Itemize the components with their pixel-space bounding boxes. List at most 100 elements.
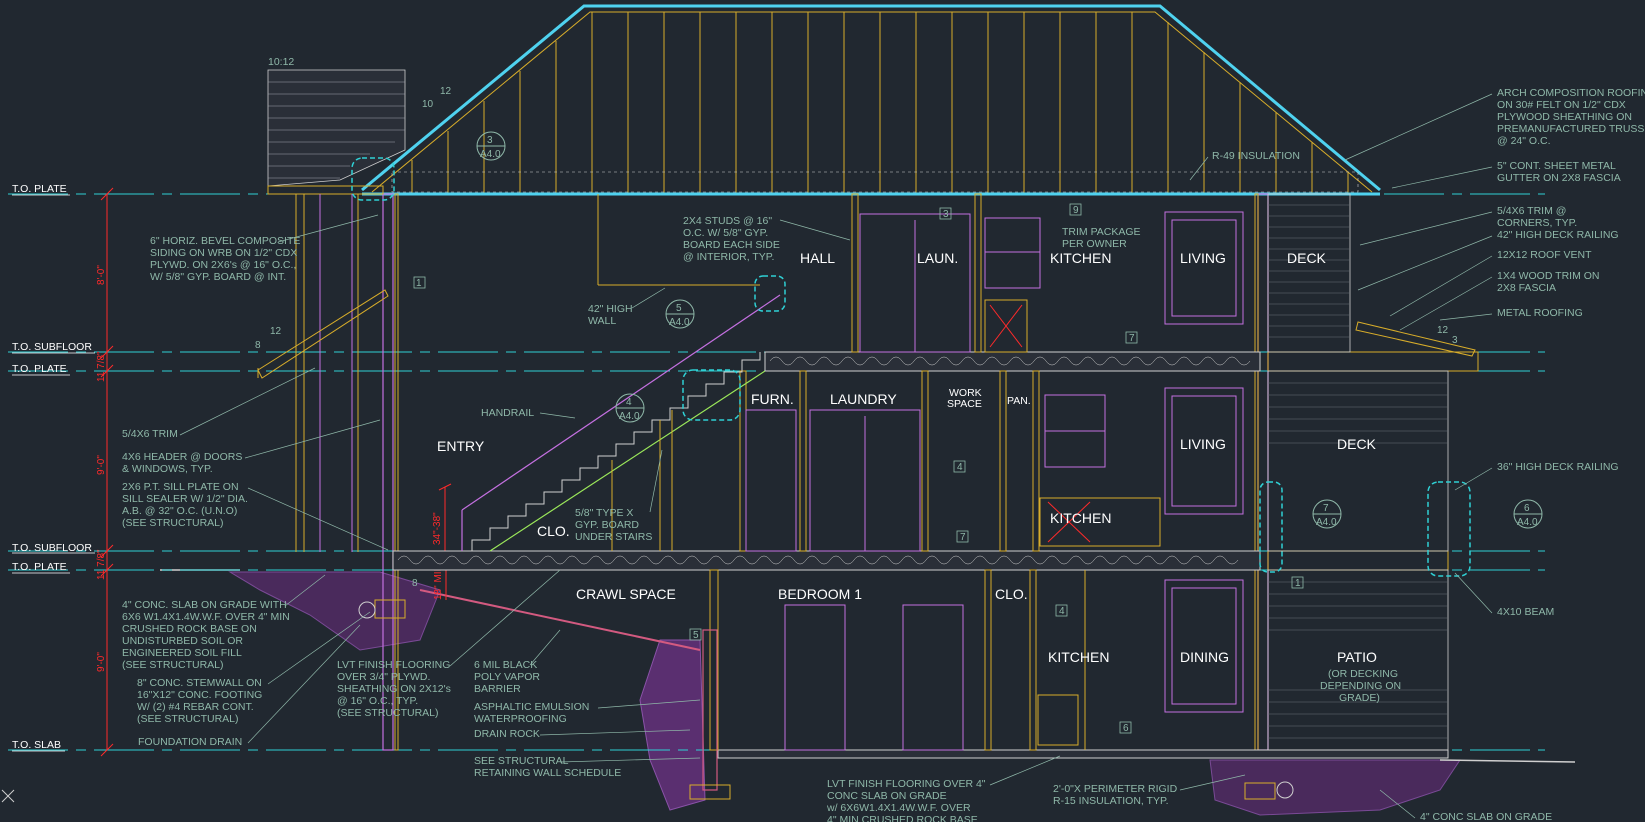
svg-text:(SEE STRUCTURAL): (SEE STRUCTURAL) [122, 659, 224, 671]
soil-right [1209, 759, 1461, 816]
svg-text:4: 4 [1059, 606, 1065, 617]
section-tag-5: 5 A4.0 [665, 299, 695, 329]
note-deck-railing-42: 42" HIGH DECK RAILING [1357, 229, 1619, 291]
dim-upper-height: 8'-0" [96, 265, 107, 285]
upper-floor-joists [764, 351, 1261, 372]
svg-text:1: 1 [1295, 578, 1301, 589]
note-lvt-plywd: LVT FINISH FLOORING OVER 3/4" PLYWD. SHE… [337, 569, 561, 719]
svg-text:ARCH COMPOSITION ROOFING: ARCH COMPOSITION ROOFING [1497, 87, 1645, 99]
svg-text:A4.0: A4.0 [1316, 517, 1337, 528]
note-stemwall: 8" CONC. STEMWALL ON 16"X12" CONC. FOOTI… [137, 611, 371, 725]
svg-text:5: 5 [693, 630, 699, 641]
note-metal-roofing: METAL ROOFING [1439, 307, 1583, 321]
roof-pitch-label: 10:12 [268, 56, 294, 68]
interior-walls [358, 193, 1294, 800]
truss-verticals [411, 12, 1349, 194]
svg-text:4" CONC. SLAB ON GRADE WITH: 4" CONC. SLAB ON GRADE WITH [122, 599, 287, 611]
svg-text:5: 5 [676, 303, 682, 314]
note-trim-54: 5/4X6 TRIM [122, 367, 316, 440]
svg-text:A4.0: A4.0 [1517, 517, 1538, 528]
svg-text:4X6 HEADER @ DOORS: 4X6 HEADER @ DOORS [122, 451, 242, 463]
svg-text:UNDISTURBED SOIL OR: UNDISTURBED SOIL OR [122, 635, 243, 647]
svg-text:ON 30# FELT ON 1/2" CDX: ON 30# FELT ON 1/2" CDX [1497, 99, 1626, 111]
svg-text:5/4X6 TRIM @: 5/4X6 TRIM @ [1497, 205, 1566, 217]
svg-text:R-15 INSULATION, TYP.: R-15 INSULATION, TYP. [1053, 795, 1169, 807]
svg-text:4X10 BEAM: 4X10 BEAM [1497, 606, 1554, 618]
svg-text:WATERPROOFING: WATERPROOFING [474, 713, 567, 725]
note-waterproofing: ASPHALTIC EMULSION WATERPROOFING [474, 699, 701, 725]
note-wall-42: 42" HIGH WALL [588, 287, 666, 327]
svg-text:RETAINING WALL SCHEDULE: RETAINING WALL SCHEDULE [474, 767, 621, 779]
room-laundry: LAUNDRY [830, 391, 897, 407]
svg-text:GYP. BOARD: GYP. BOARD [575, 519, 639, 531]
stair [461, 294, 781, 552]
roof-pitch-run: 10 [422, 99, 434, 110]
note-drain-rock: DRAIN ROCK [474, 728, 691, 740]
note-vapor: 6 MIL BLACK POLY VAPOR BARRIER [474, 629, 561, 695]
svg-text:42" HIGH DECK RAILING: 42" HIGH DECK RAILING [1497, 229, 1619, 241]
level-label-slab: T.O. SLAB [12, 739, 61, 751]
svg-text:PLYWOOD SHEATHING ON: PLYWOOD SHEATHING ON [1497, 111, 1632, 123]
note-retaining: SEE STRUCTURAL RETAINING WALL SCHEDULE [474, 755, 701, 779]
svg-text:ASPHALTIC EMULSION: ASPHALTIC EMULSION [474, 701, 589, 713]
note-slab-right: 4" CONC SLAB ON GRADE [1379, 789, 1552, 822]
svg-text:12X12 ROOF VENT: 12X12 ROOF VENT [1497, 249, 1592, 261]
room-space: SPACE [947, 398, 982, 410]
keynote-numbers: 1 9 7 4 7 4 6 5 1 3 8 [412, 205, 1301, 734]
roof-outline [361, 4, 1381, 192]
note-slab-grade: 4" CONC. SLAB ON GRADE WITH 6X6 W1.4X1.4… [122, 574, 326, 671]
svg-text:8: 8 [412, 578, 418, 589]
svg-text:42" HIGH: 42" HIGH [588, 303, 633, 315]
svg-text:SIDING ON WRB ON 1/2" CDX: SIDING ON WRB ON 1/2" CDX [150, 247, 297, 259]
keynotes [413, 203, 1304, 734]
dim-lower-floor: 11 7/8" [96, 549, 107, 580]
svg-text:4: 4 [957, 462, 963, 473]
svg-text:@ 16" O.C., TYP.: @ 16" O.C., TYP. [337, 695, 418, 707]
svg-text:w/ 6X6W1.4X1.4W.W.F. OVER: w/ 6X6W1.4X1.4W.W.F. OVER [826, 802, 971, 814]
note-foundation-drain: FOUNDATION DRAIN [138, 624, 361, 748]
svg-text:7: 7 [1323, 503, 1329, 514]
section-tag-7: 7 A4.0 [1312, 499, 1342, 529]
room-living-upper: LIVING [1180, 250, 1226, 266]
grade-right [1439, 759, 1576, 763]
svg-text:2X6 P.T. SILL PLATE ON: 2X6 P.T. SILL PLATE ON [122, 481, 239, 493]
note-perimeter: 2'-0"X PERIMETER RIGID R-15 INSULATION, … [1053, 774, 1246, 807]
svg-text:W/ 5/8" GYP. BOARD @ INT.: W/ 5/8" GYP. BOARD @ INT. [150, 271, 286, 283]
svg-text:16"X12" CONC. FOOTING: 16"X12" CONC. FOOTING [137, 689, 262, 701]
note-deck-railing-36: 36" HIGH DECK RAILING [1454, 461, 1619, 491]
svg-text:4" CONC SLAB ON GRADE: 4" CONC SLAB ON GRADE [1420, 811, 1552, 822]
svg-text:6: 6 [1123, 723, 1129, 734]
room-clo-lower: CLO. [995, 586, 1028, 602]
svg-text:SHEATHING ON 2X12's: SHEATHING ON 2X12's [337, 683, 451, 695]
level-label-top-plate-upper: T.O. PLATE [12, 183, 67, 195]
room-kitchen-upper: KITCHEN [1050, 250, 1111, 266]
svg-text:@ INTERIOR, TYP.: @ INTERIOR, TYP. [683, 251, 774, 263]
note-trim-package: TRIM PACKAGE PER OWNER [1062, 226, 1141, 250]
svg-text:SILL SEALER W/ 1/2" DIA.: SILL SEALER W/ 1/2" DIA. [122, 493, 248, 505]
vertical-dimensions: 8'-0" 11 7/8" 9'-0" 11 7/8" 9'-0" 34"-38… [96, 187, 452, 757]
note-beam: 4X10 BEAM [1454, 572, 1554, 618]
svg-text:LVT FINISH FLOORING OVER 4": LVT FINISH FLOORING OVER 4" [827, 778, 986, 790]
svg-text:A4.0: A4.0 [669, 317, 690, 328]
svg-text:DRAIN ROCK: DRAIN ROCK [474, 728, 540, 740]
section-tag-4: 4 A4.0 [615, 393, 645, 423]
svg-text:36" HIGH DECK RAILING: 36" HIGH DECK RAILING [1497, 461, 1619, 473]
svg-text:1: 1 [416, 278, 422, 289]
svg-text:9: 9 [1073, 205, 1079, 216]
svg-text:PER OWNER: PER OWNER [1062, 238, 1127, 250]
room-pan: PAN. [1007, 395, 1031, 407]
svg-text:A4.0: A4.0 [480, 149, 501, 160]
svg-text:TRIM PACKAGE: TRIM PACKAGE [1062, 226, 1141, 238]
room-furn: FURN. [751, 391, 794, 407]
svg-text:2'-0"X PERIMETER RIGID: 2'-0"X PERIMETER RIGID [1053, 783, 1178, 795]
patio-note-1: (OR DECKING [1328, 668, 1398, 680]
deck-roof-rise: 12 [1437, 325, 1449, 336]
ucs-icon [1, 789, 15, 803]
svg-text:6X6 W1.4X1.4W.W.F. OVER 4" MIN: 6X6 W1.4X1.4W.W.F. OVER 4" MIN [122, 611, 290, 623]
svg-text:& WINDOWS, TYP.: & WINDOWS, TYP. [122, 463, 213, 475]
svg-text:CRUSHED ROCK BASE ON: CRUSHED ROCK BASE ON [122, 623, 257, 635]
svg-text:BARRIER: BARRIER [474, 683, 521, 695]
ceiling-insulation [391, 171, 1359, 193]
svg-text:3: 3 [487, 135, 493, 146]
